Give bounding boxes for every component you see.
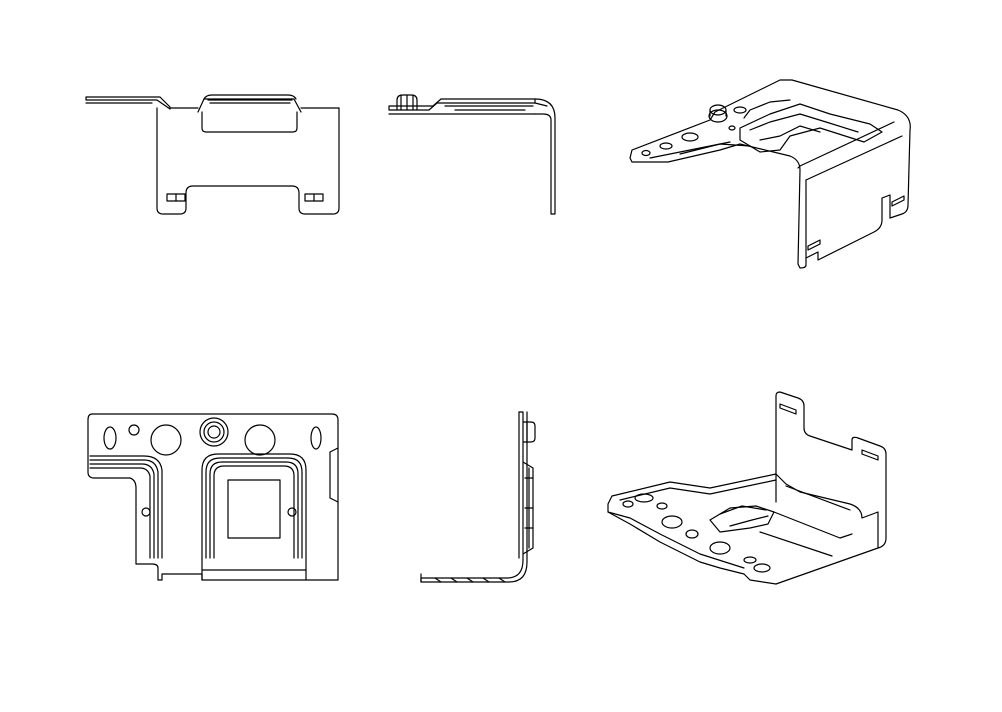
side-view-bottom <box>420 411 536 583</box>
side-view-drawing <box>388 94 556 215</box>
front-view-drawing <box>85 94 340 215</box>
isometric-view-top <box>629 79 911 269</box>
isometric-view-bottom <box>607 391 887 585</box>
plan-view-drawing <box>87 413 339 581</box>
